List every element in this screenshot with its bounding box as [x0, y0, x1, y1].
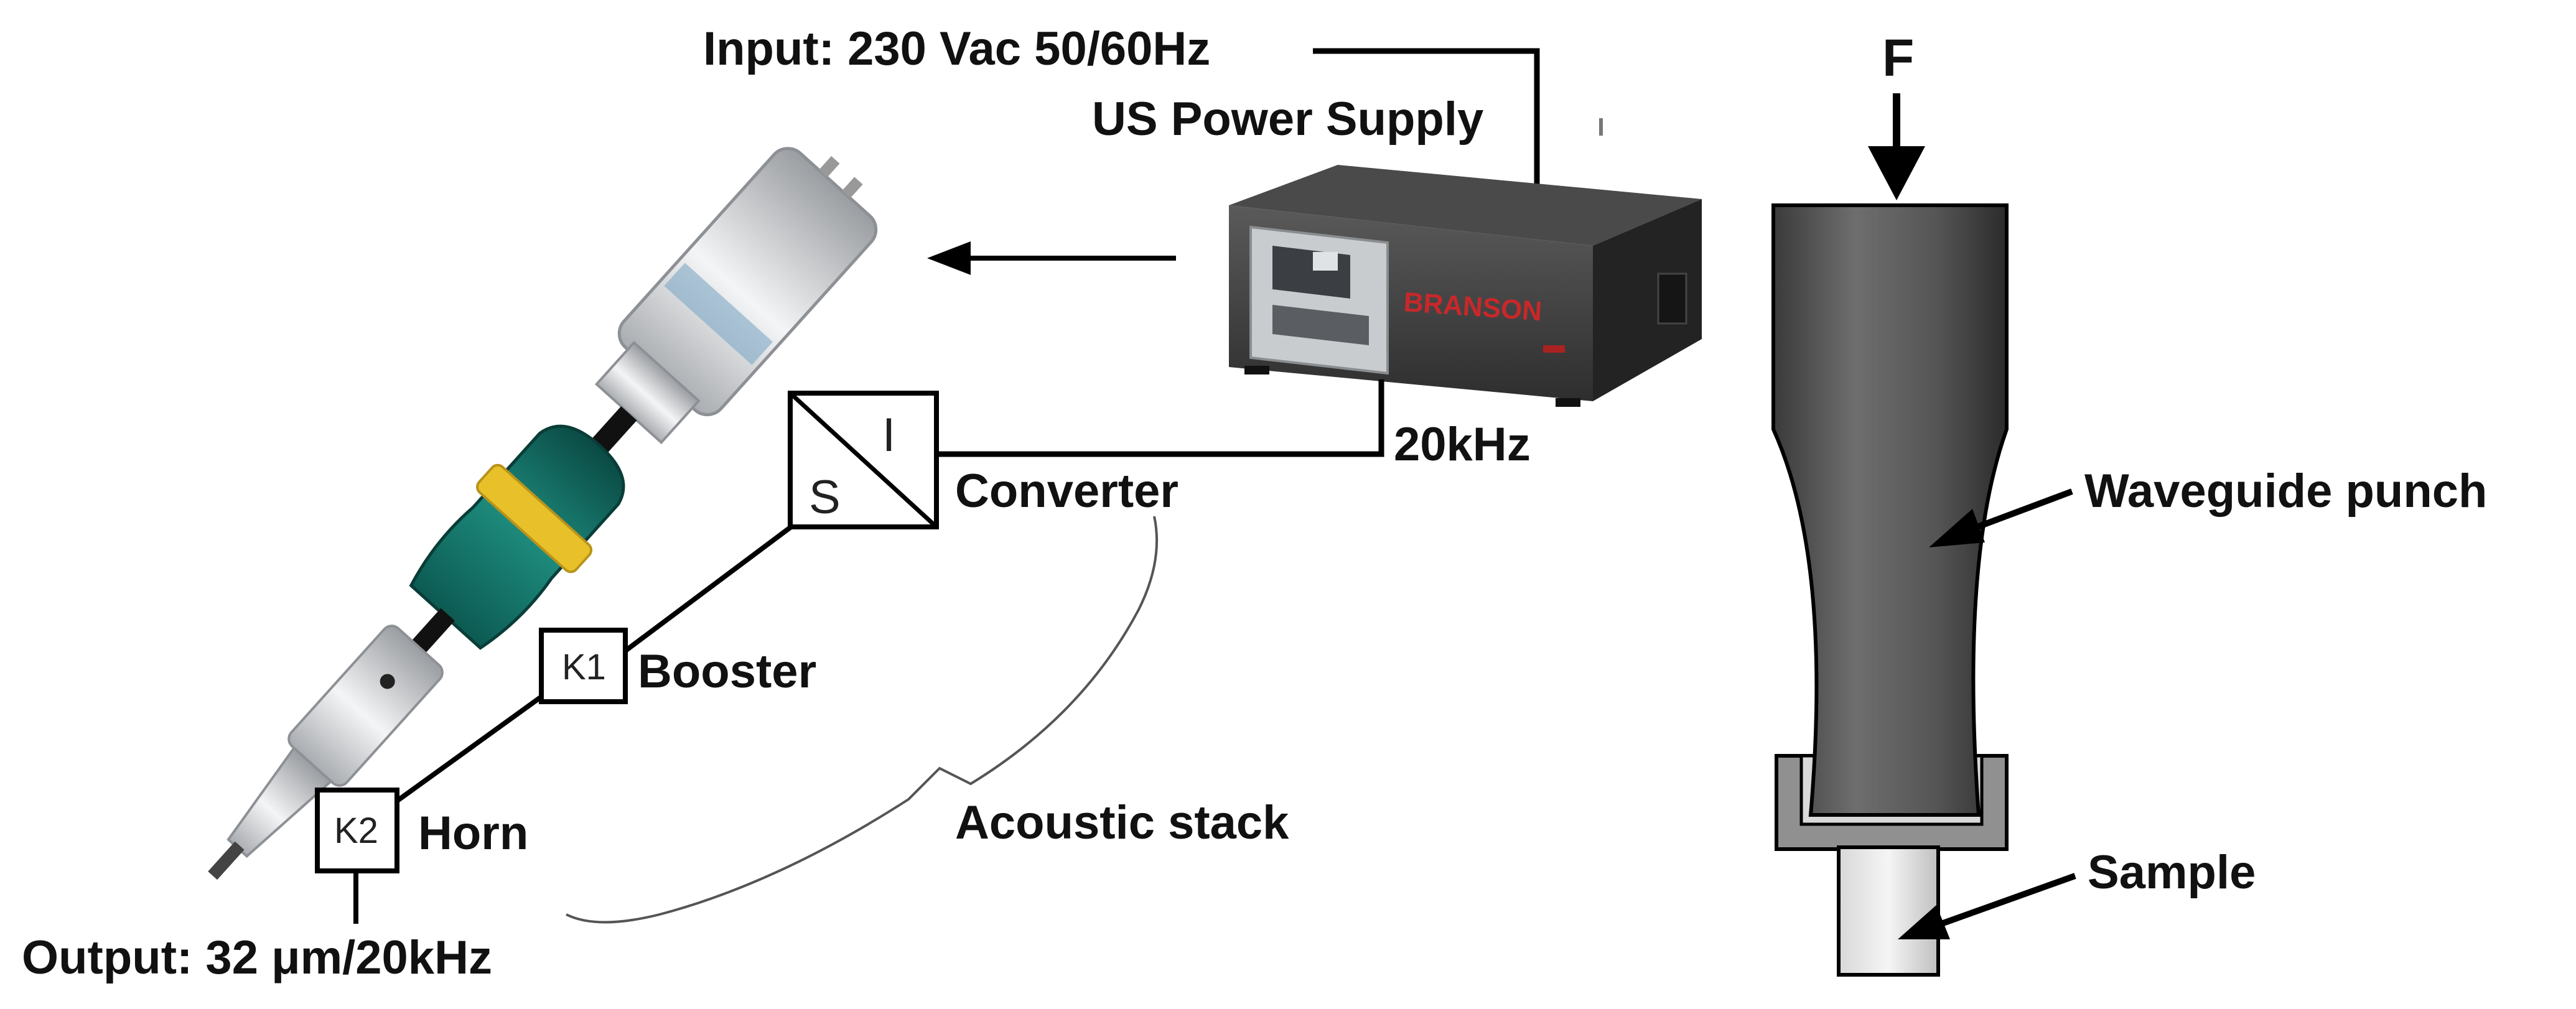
- acoustic-stack-brace: [566, 516, 1159, 924]
- booster-label: Booster: [638, 645, 816, 698]
- schematic-chain-lines: [353, 525, 792, 924]
- power-supply-unit: BRANSON: [1229, 118, 1702, 407]
- output-label: Output: 32 μm/20kHz: [22, 931, 492, 984]
- horn-label: Horn: [418, 807, 528, 860]
- converter-s-symbol: S: [809, 471, 841, 524]
- converter-i-symbol: I: [882, 409, 895, 462]
- sample-label: Sample: [2088, 846, 2256, 899]
- waveguide-punch-body: [1771, 203, 2009, 817]
- force-label: F: [1882, 29, 1914, 87]
- sample-pointer: [1898, 873, 2076, 939]
- waveguide-pointer: [1929, 488, 2073, 547]
- power-supply-label: US Power Supply: [1092, 93, 1483, 146]
- frequency-label: 20kHz: [1394, 418, 1531, 471]
- horn-symbol: K2: [315, 788, 399, 873]
- converter-label: Converter: [955, 465, 1178, 518]
- acoustic-stack-illustration: [208, 147, 878, 880]
- force-arrow: F: [1868, 29, 1925, 200]
- input-label: Input: 230 Vac 50/60Hz: [703, 22, 1210, 75]
- waveguide-punch-label: Waveguide punch: [2084, 465, 2487, 518]
- converter-symbol: S I: [788, 391, 939, 529]
- acoustic-stack-label: Acoustic stack: [955, 796, 1289, 849]
- sample-body: [1837, 845, 1940, 977]
- booster-symbol: K1: [539, 628, 628, 704]
- feed-arrow: [927, 241, 1176, 275]
- booster-k1-symbol: K1: [562, 647, 606, 687]
- input-wire: [1313, 48, 1540, 187]
- rf-cable: [936, 379, 1384, 457]
- horn-k2-symbol: K2: [334, 811, 378, 851]
